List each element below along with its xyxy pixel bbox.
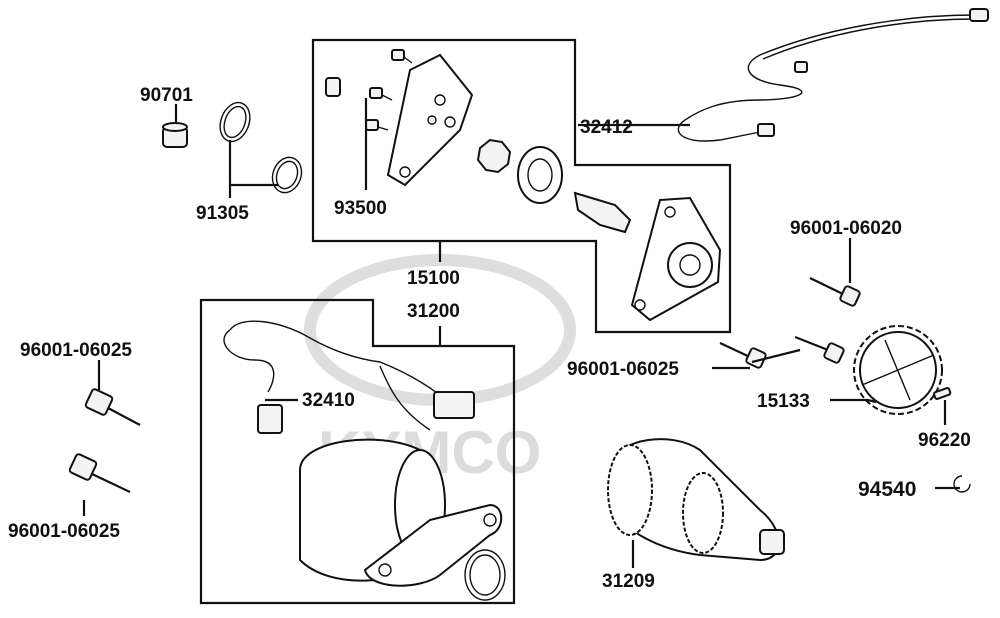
label-15133: 15133 [757, 391, 810, 412]
sprocket-15133 [853, 325, 943, 415]
leader-lines [82, 98, 960, 568]
cable-32412 [677, 8, 989, 142]
bolts-93500 [325, 49, 413, 131]
label-32410: 32410 [302, 390, 355, 411]
box-15100 [311, 38, 732, 334]
label-96001-06025-left-top: 96001-06025 [20, 340, 132, 361]
drive-gear-parts [476, 138, 632, 234]
starter-bracket-right [630, 196, 722, 322]
label-96001-06025-left-bottom: 96001-06025 [8, 521, 120, 542]
label-32412: 32412 [580, 117, 633, 138]
box-31200 [199, 298, 516, 605]
starter-bracket-left [386, 53, 474, 187]
starter-gear-31209 [607, 438, 785, 562]
bolt-96001-06020 [809, 277, 861, 307]
label-96220: 96220 [918, 430, 971, 451]
o-rings-91305 [219, 101, 303, 194]
wiring-32410 [223, 320, 475, 434]
key-96220 [933, 387, 952, 400]
clip-94540 [953, 475, 971, 493]
label-96001-06025-right: 96001-06025 [567, 359, 679, 380]
bolts-96001-06025-right [719, 335, 845, 369]
starter-motor-31200 [299, 438, 506, 601]
sleeve-90701 [162, 122, 188, 148]
label-31209: 31209 [602, 571, 655, 592]
label-94540: 94540 [858, 478, 916, 501]
label-96001-06020: 96001-06020 [790, 218, 902, 239]
label-15100: 15100 [407, 268, 460, 289]
label-91305: 91305 [196, 203, 249, 224]
label-90701: 90701 [140, 85, 193, 106]
bolts-96001-06025-left [68, 388, 141, 493]
label-31200: 31200 [407, 301, 460, 322]
label-93500: 93500 [334, 198, 387, 219]
